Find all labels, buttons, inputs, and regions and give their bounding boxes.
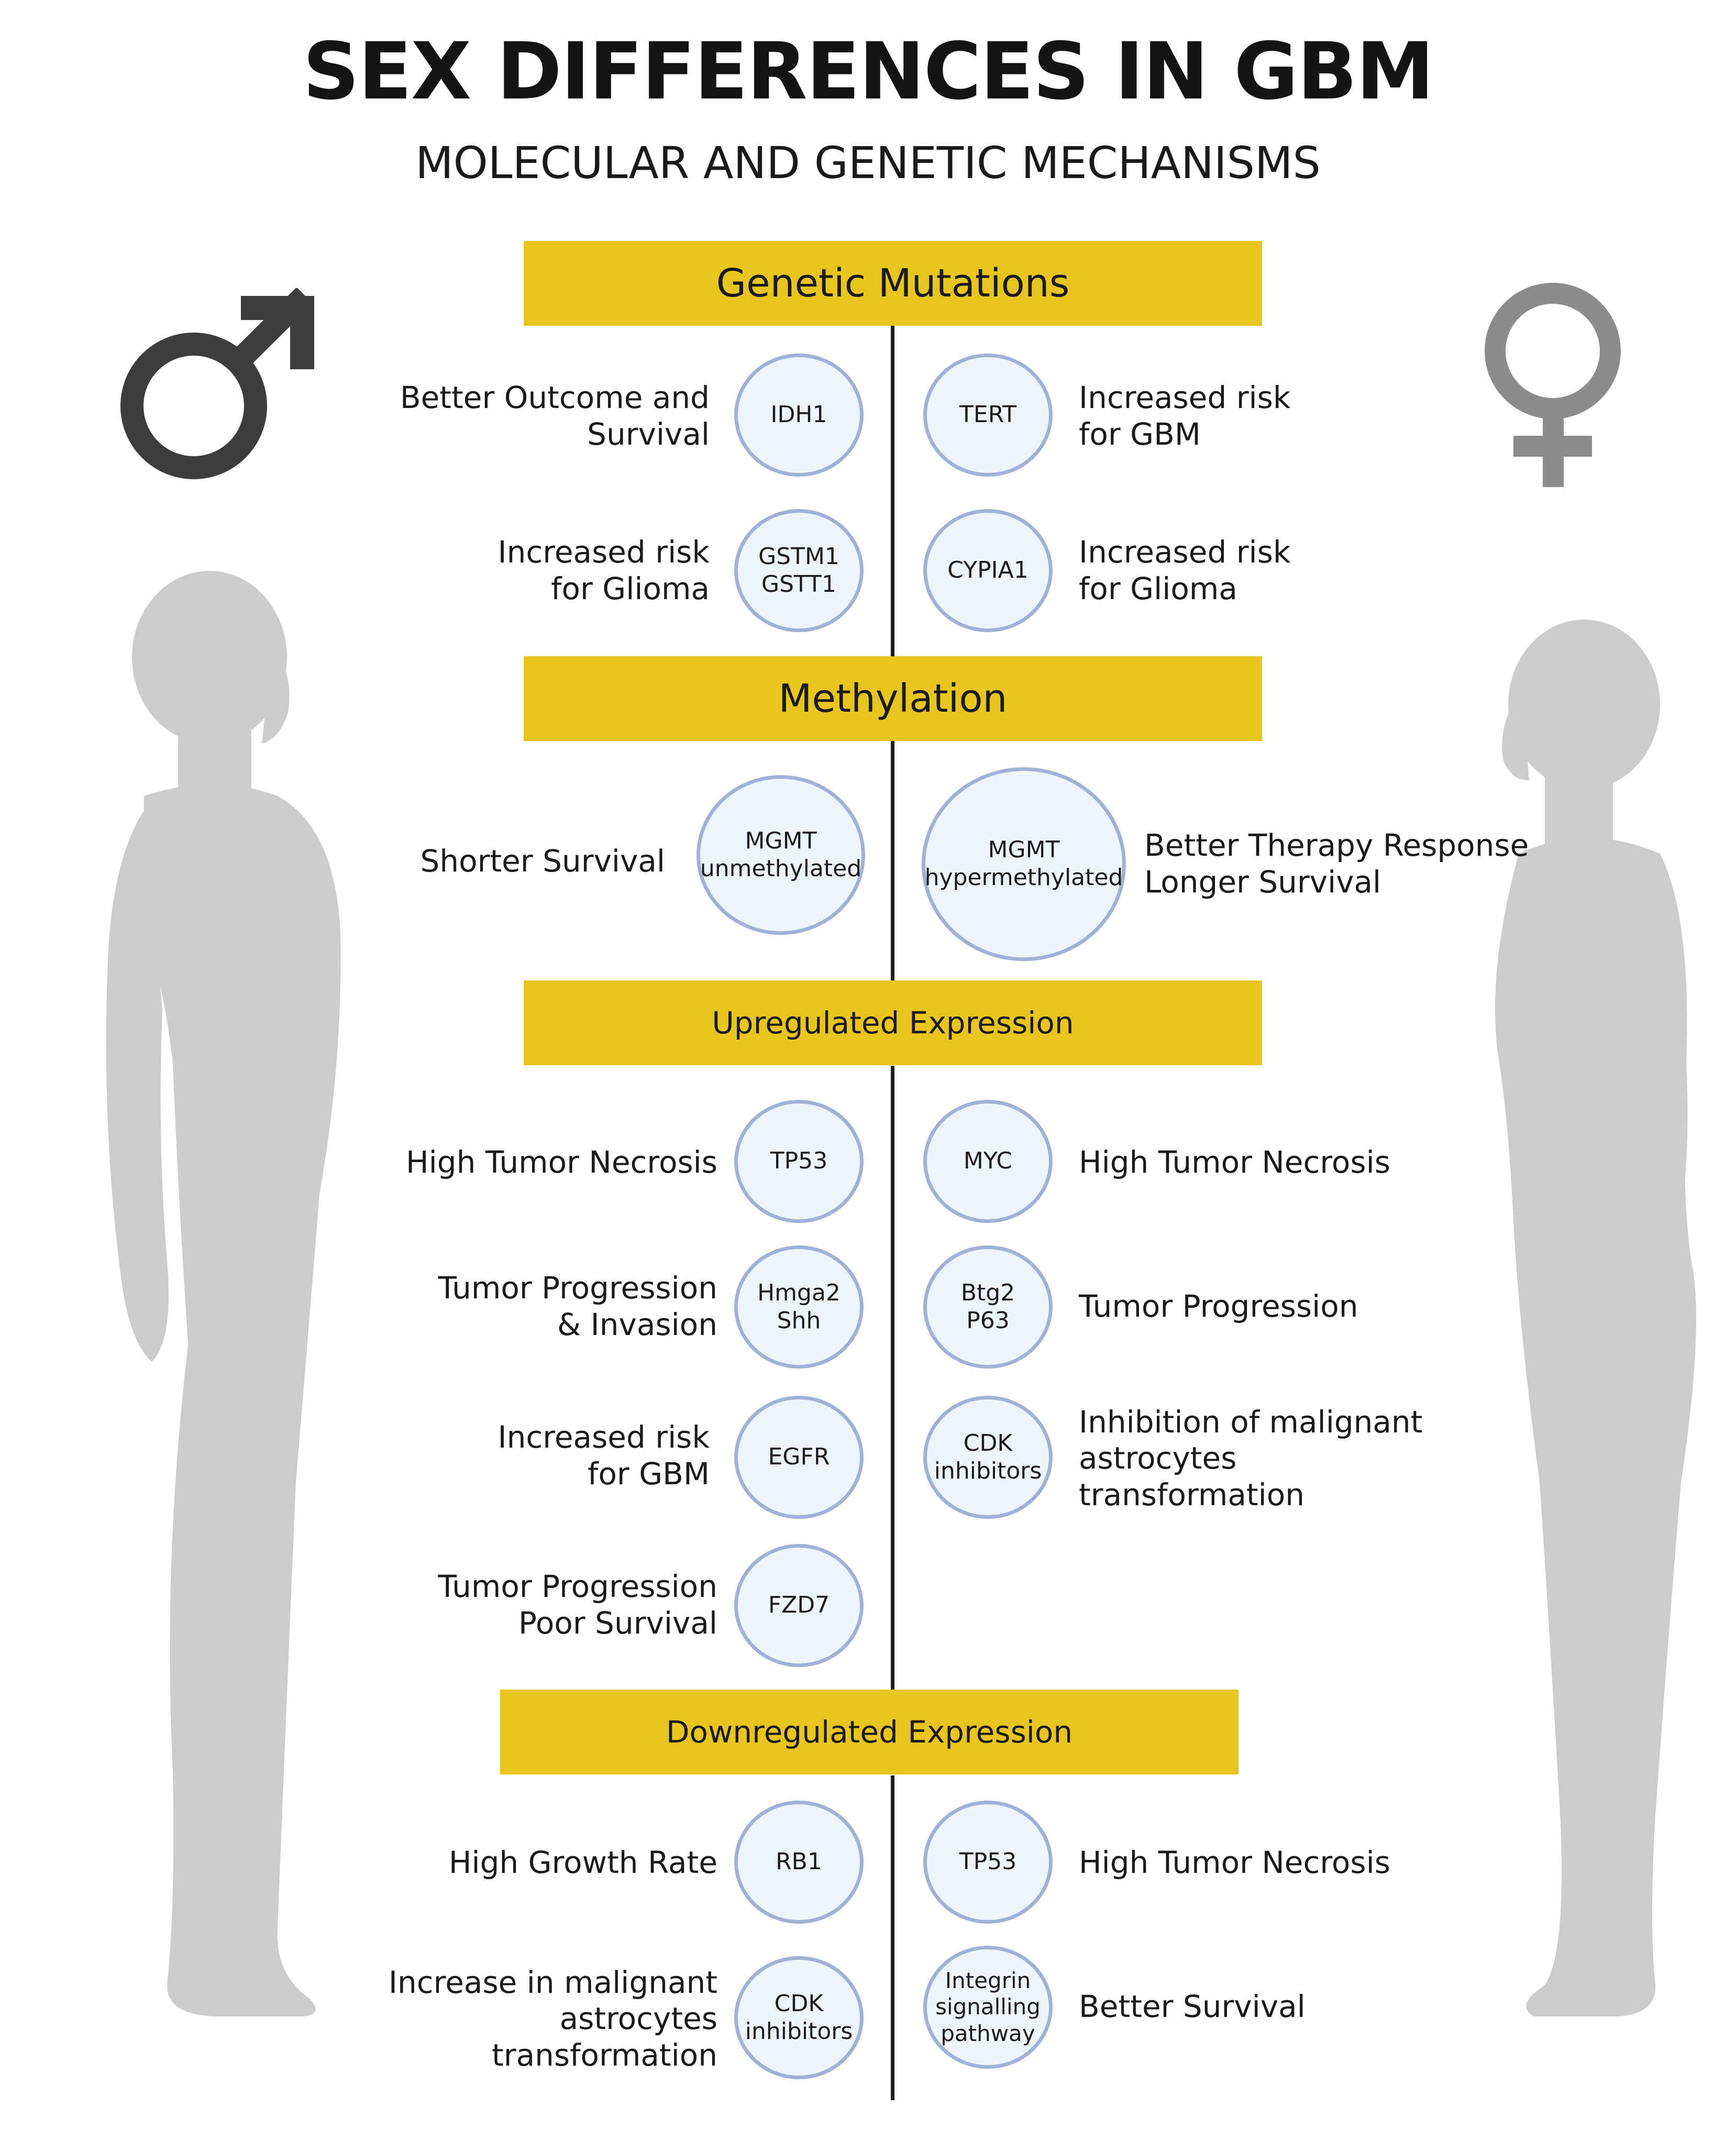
- banner-methylation: Methylation: [524, 656, 1262, 741]
- effect-label-right: Inhibition of malignant astrocytes trans…: [1079, 1404, 1423, 1513]
- divider-line-methylation: [891, 741, 894, 985]
- gene-node-left: FZD7: [734, 1544, 864, 1667]
- effect-label-left: Tumor Progression & Invasion: [438, 1270, 717, 1342]
- effect-label-right: Increased risk for GBM: [1079, 380, 1291, 452]
- effect-label-left: Increase in malignant astrocytes transfo…: [388, 1964, 717, 2073]
- gene-node-right: MGMT hypermethylated: [922, 767, 1126, 961]
- effect-label-right: High Tumor Necrosis: [1079, 1845, 1390, 1881]
- effect-label-left: Shorter Survival: [420, 843, 665, 879]
- page-subtitle: MOLECULAR AND GENETIC MECHANISMS: [415, 137, 1321, 189]
- effect-label-right: Better Therapy Response Longer Survival: [1144, 828, 1529, 900]
- gene-node-left: GSTM1 GSTT1: [734, 509, 864, 632]
- female-silhouette: [1409, 592, 1702, 2022]
- gene-node-left: CDK inhibitors: [734, 1956, 864, 2079]
- effect-label-left: High Growth Rate: [448, 1845, 717, 1881]
- gene-node-left: MGMT unmethylated: [696, 775, 865, 935]
- effect-label-left: Tumor Progression Poor Survival: [438, 1569, 717, 1641]
- effect-label-left: Increased risk for GBM: [497, 1419, 710, 1492]
- divider-line-upregulated: [891, 1066, 894, 1692]
- page-title: SEX DIFFERENCES IN GBM: [303, 26, 1434, 117]
- gene-node-left: RB1: [734, 1801, 864, 1924]
- gene-node-right: CYPIA1: [923, 509, 1053, 632]
- effect-label-right: Increased risk for Glioma: [1079, 534, 1291, 606]
- effect-label-left: Better Outcome and Survival: [400, 380, 710, 452]
- effect-label-left: High Tumor Necrosis: [406, 1144, 717, 1181]
- effect-label-right: Tumor Progression: [1079, 1288, 1358, 1325]
- effect-label-left: Increased risk for Glioma: [497, 534, 710, 606]
- gene-node-right: Btg2 P63: [923, 1245, 1053, 1369]
- banner-downregulated-expression: Downregulated Expression: [500, 1690, 1239, 1774]
- gene-node-left: TP53: [734, 1100, 864, 1223]
- banner-upregulated-expression: Upregulated Expression: [524, 980, 1262, 1065]
- gene-node-left: Hmga2 Shh: [734, 1245, 864, 1369]
- gene-node-left: EGFR: [734, 1396, 864, 1519]
- divider-line-genetic: [891, 325, 894, 657]
- banner-genetic-mutations: Genetic Mutations: [524, 241, 1262, 326]
- gene-node-right: TP53: [923, 1801, 1053, 1924]
- gene-node-right: MYC: [923, 1100, 1053, 1223]
- male-silhouette: [89, 566, 361, 2022]
- divider-line-downregulated: [891, 1775, 894, 2100]
- effect-label-right: High Tumor Necrosis: [1079, 1144, 1390, 1181]
- gene-node-right: TERT: [923, 354, 1053, 477]
- gene-node-right: Integrin signalling pathway: [923, 1946, 1053, 2069]
- female-symbol-icon: [1477, 278, 1634, 498]
- male-symbol-icon: [115, 288, 335, 487]
- gene-node-left: IDH1: [734, 354, 864, 477]
- effect-label-right: Better Survival: [1079, 1989, 1306, 2025]
- gene-node-right: CDK inhibitors: [923, 1396, 1053, 1519]
